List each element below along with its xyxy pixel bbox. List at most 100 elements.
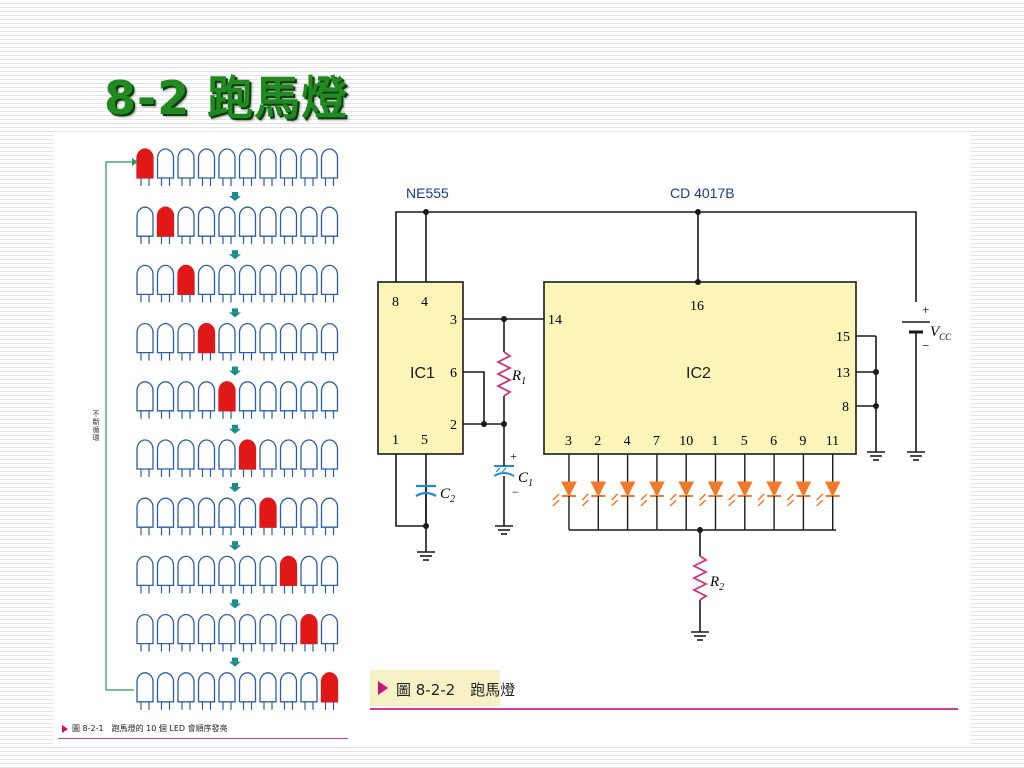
led-unlit (156, 613, 175, 652)
led-unlit (218, 206, 236, 245)
ic2-pin-bottom: 3 (565, 434, 572, 449)
led-unlit (136, 439, 154, 477)
led-unlit (177, 672, 195, 710)
led-row (136, 206, 339, 245)
led-unlit (279, 148, 298, 186)
led-lit (279, 555, 298, 594)
ic1-chip (377, 281, 464, 455)
led-unlit (238, 497, 257, 536)
ground-icon (417, 551, 435, 561)
led-unlit (197, 439, 216, 477)
led-unlit (218, 439, 236, 477)
led-unlit (156, 439, 175, 477)
loop-arrowhead (132, 158, 138, 166)
r2-label: R2 (709, 574, 724, 593)
led-unlit (177, 497, 195, 536)
ic1-pin-3: 3 (450, 313, 457, 328)
led-row (136, 381, 339, 419)
led-unlit (320, 497, 339, 536)
r1-resistor (495, 351, 513, 397)
c1-plus: + (510, 449, 517, 463)
led-unlit (279, 322, 298, 361)
ic2-pin-bottom: 10 (679, 434, 693, 449)
led-unlit (177, 613, 195, 652)
led-unlit (259, 555, 277, 594)
led-unlit (136, 613, 154, 652)
led-unlit (136, 206, 154, 245)
figure-panel: 不斷循環 圖 8-2-1 跑馬燈的 10 個 LED 會順序發亮 (54, 134, 970, 746)
ic2-pin-bottom: 4 (624, 434, 631, 449)
ground-icon (495, 525, 513, 535)
led-unlit (197, 264, 216, 303)
led-unlit (259, 439, 277, 477)
led-unlit (238, 148, 257, 186)
led-diode (816, 454, 841, 530)
slide-title: 8-2 跑馬燈 (104, 71, 349, 125)
led-unlit (218, 148, 236, 186)
led-unlit (320, 613, 339, 652)
led-unlit (218, 672, 236, 710)
caption-arrow-icon (378, 681, 388, 695)
sequence-arrow-icon (229, 366, 241, 376)
led-unlit (300, 206, 318, 245)
ic2-chip (543, 281, 857, 455)
led-unlit (177, 206, 195, 245)
led-row (136, 672, 339, 710)
ic2-pin-bottom: 9 (799, 434, 806, 449)
ic2-pin-bottom: 5 (741, 434, 748, 449)
led-unlit (197, 148, 216, 186)
led-diode (669, 454, 695, 530)
led-lit (320, 672, 339, 710)
led-diode (728, 454, 753, 530)
ic1-pin-8: 8 (392, 295, 399, 310)
led-unlit (197, 672, 216, 710)
led-unlit (197, 381, 216, 419)
r1-label: R1 (511, 368, 526, 387)
led-unlit (218, 555, 236, 594)
led-unlit (259, 613, 277, 652)
led-unlit (177, 322, 195, 361)
led-row (136, 497, 339, 536)
ic1-pin-6: 6 (450, 366, 457, 381)
led-row (136, 148, 339, 186)
led-row (136, 555, 339, 594)
led-lit (197, 322, 216, 361)
ic2-pin-bottom: 6 (770, 434, 777, 449)
right-caption-text: 圖 8-2-2 跑馬燈 (396, 681, 516, 699)
led-lit (218, 381, 236, 419)
led-unlit (136, 672, 154, 710)
c2-label: C2 (440, 486, 455, 505)
led-unlit (136, 264, 154, 303)
led-unlit (300, 439, 318, 477)
led-diode (611, 454, 636, 530)
led-unlit (238, 206, 257, 245)
caption-box: 圖 8-2-2 跑馬燈 (370, 670, 515, 706)
vcc-battery (902, 321, 930, 334)
led-unlit (300, 497, 318, 536)
led-unlit (197, 613, 216, 652)
ic2-pin-bottom: 11 (826, 434, 839, 449)
vcc-minus: − (922, 338, 929, 353)
led-unlit (156, 322, 175, 361)
sequence-arrow-icon (229, 424, 241, 434)
led-unlit (156, 264, 175, 303)
led-unlit (238, 264, 257, 303)
caption-arrow-icon (62, 725, 68, 733)
ic2-label: IC2 (686, 365, 711, 382)
r2-resistor (691, 555, 709, 601)
led-unlit (320, 206, 339, 245)
led-unlit (238, 672, 257, 710)
led-unlit (238, 322, 257, 361)
ic1-pin-1: 1 (392, 433, 399, 448)
sequence-arrow-icon (229, 308, 241, 318)
led-row (136, 613, 339, 652)
led-unlit (279, 381, 298, 419)
circuit-schematic: NE555 CD 4017B IC1 IC2 8 4 3 6 2 1 5 16 … (377, 185, 952, 641)
led-unlit (320, 439, 339, 477)
c1-capacitor (493, 465, 515, 477)
led-unlit (279, 497, 298, 536)
sequence-arrow-icon (229, 250, 241, 260)
led-unlit (320, 264, 339, 303)
led-row (136, 322, 339, 361)
ic2-pin-15: 15 (836, 330, 850, 345)
